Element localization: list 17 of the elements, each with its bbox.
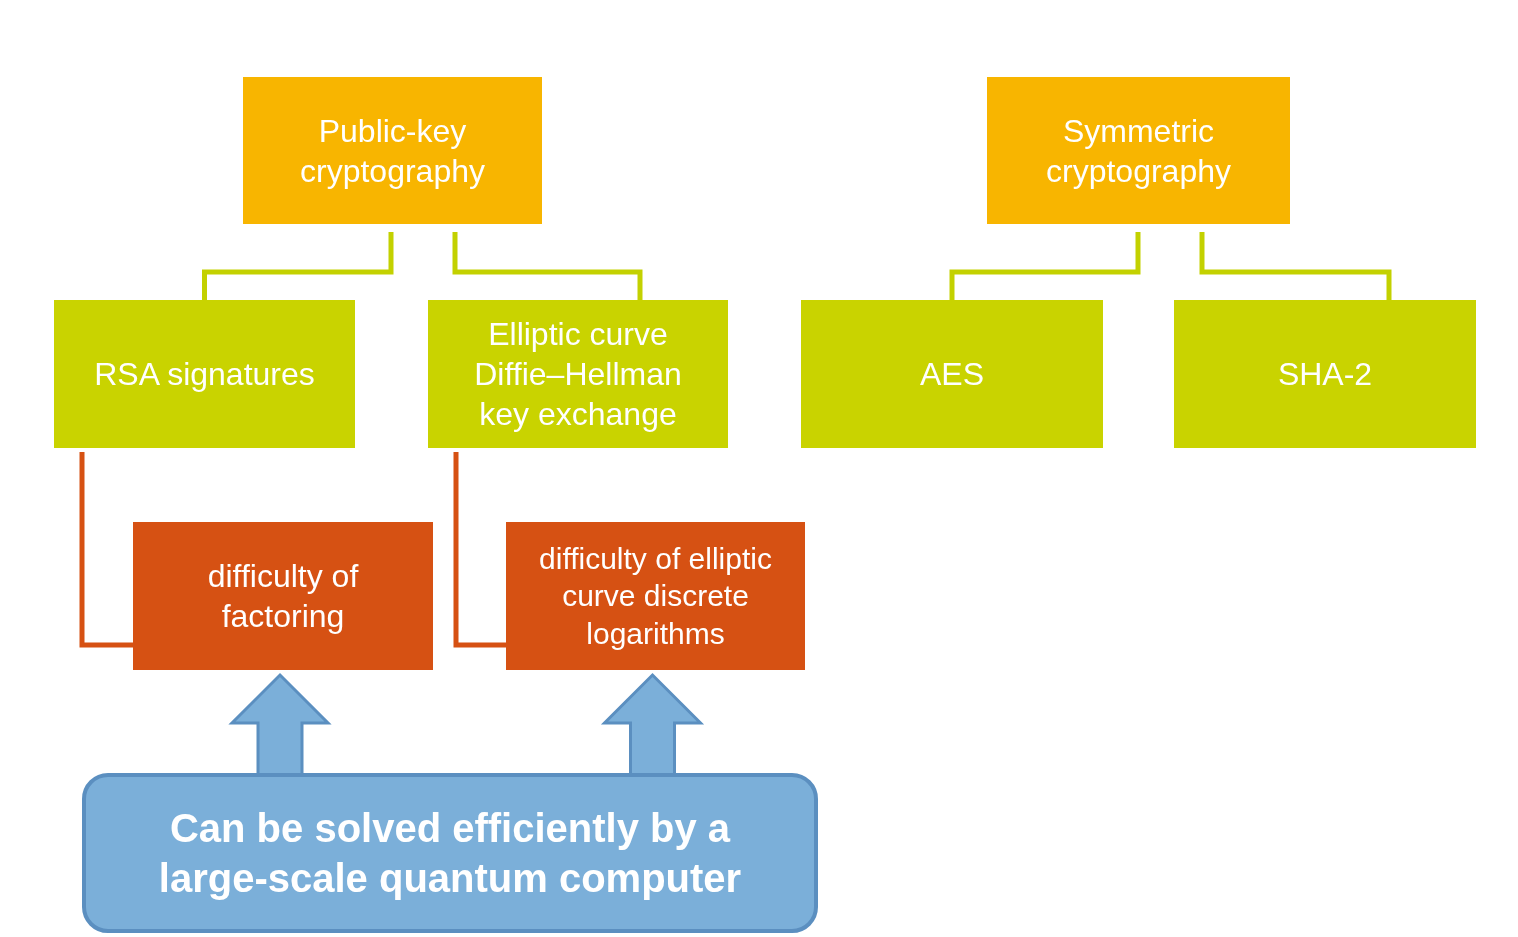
block-arrow (228, 672, 332, 775)
block-arrow (600, 672, 705, 775)
category-box: Public-key cryptography (243, 77, 542, 224)
problem-box: difficulty of factoring (133, 522, 433, 670)
algorithm-box: SHA-2 (1174, 300, 1476, 448)
connector-line (453, 452, 506, 648)
connector-line (79, 452, 133, 648)
statement-box: Can be solved efficiently by a large-scale quantum computer (82, 773, 818, 933)
algorithm-box: AES (801, 300, 1103, 448)
algorithm-box: RSA signatures (54, 300, 355, 448)
problem-box: difficulty of elliptic curve discrete logarithms (506, 522, 805, 670)
connector-line (1199, 232, 1392, 300)
category-box: Symmetric cryptography (987, 77, 1290, 224)
algorithm-box: Elliptic curve Diffie–Hellman key exchange (428, 300, 728, 448)
connector-line (949, 232, 1141, 300)
connector-line (202, 232, 394, 300)
connector-line (452, 232, 643, 300)
